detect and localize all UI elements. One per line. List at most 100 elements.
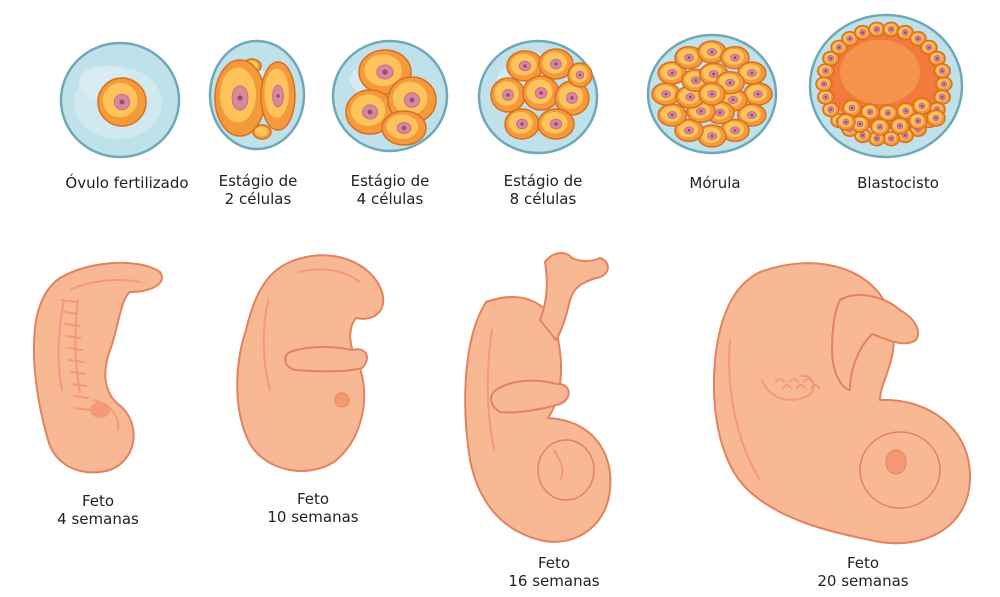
quatro-celulas-illustration <box>331 39 449 153</box>
somite-line <box>70 371 86 375</box>
cell-nucleolus <box>539 91 543 95</box>
label-line: Feto <box>81 492 115 510</box>
cell-nucleolus <box>694 78 698 82</box>
cell <box>345 89 395 135</box>
umbilical-cord-twist <box>796 384 806 389</box>
cell <box>868 21 886 38</box>
cell-nucleolus <box>868 110 872 114</box>
shading-line <box>74 299 81 393</box>
label-line: Feto <box>537 554 571 572</box>
cell-nucleolus <box>824 69 828 73</box>
cell-nucleolus <box>688 95 692 99</box>
ovulo-fertilizado-illustration <box>59 41 181 159</box>
cell-nucleolus <box>934 116 938 120</box>
oito-celulas-illustration <box>477 39 599 155</box>
cell <box>504 108 540 140</box>
cell-nucleolus <box>889 137 893 140</box>
cell-nucleolus <box>664 92 668 96</box>
cell-nucleolus <box>687 128 691 132</box>
cell-nucleolus <box>837 46 841 49</box>
cell <box>737 103 767 127</box>
label-line: Estágio de <box>503 172 583 190</box>
cell-nucleolus <box>829 108 833 111</box>
cell-nucleolus <box>699 109 703 113</box>
cell-nucleolus <box>886 111 890 115</box>
umbilical-cord-twist <box>782 384 792 389</box>
cell-nucleolus <box>903 31 907 34</box>
limb-bud <box>90 402 110 418</box>
cell-nucleolus <box>850 106 854 110</box>
feto-20-semanas-illustration <box>712 262 972 545</box>
cell-nucleolus <box>844 120 848 124</box>
cell-nucleolus <box>733 56 737 60</box>
cell-nucleolus <box>829 57 833 60</box>
label-ovulo-fertilizado: Óvulo fertilizado <box>52 174 202 192</box>
cell-nucleolus <box>889 28 893 31</box>
fetus-head-face <box>537 439 595 501</box>
cell <box>657 103 687 127</box>
cell-nucleolus <box>578 73 582 77</box>
cell-nucleolus <box>916 119 920 123</box>
somite-line <box>68 359 85 363</box>
label-feto-20-semanas: Feto 20 semanas <box>803 554 923 590</box>
shading-line <box>69 279 141 291</box>
label-line: 10 semanas <box>267 508 359 526</box>
cell-nucleolus <box>119 99 125 105</box>
somite-line <box>67 347 83 351</box>
cell-nucleolus <box>940 69 944 73</box>
cell <box>882 21 900 38</box>
label-line: 2 células <box>224 190 292 208</box>
shading-line <box>728 339 761 481</box>
cell <box>651 82 681 106</box>
cell <box>928 50 946 67</box>
cell <box>567 62 593 88</box>
cell <box>920 39 938 56</box>
cell-nucleolus <box>875 28 879 31</box>
cell-nucleolus <box>409 97 415 103</box>
label-line: 4 células <box>356 190 424 208</box>
cell-nucleolus <box>554 62 558 66</box>
cell <box>554 80 590 116</box>
label-line: Estágio de <box>218 172 298 190</box>
cell-nucleolus <box>903 134 907 137</box>
cell <box>697 124 727 148</box>
cell <box>870 118 890 136</box>
cell <box>737 61 767 85</box>
cell-nucleolus <box>824 95 828 99</box>
cell <box>743 82 773 106</box>
cell-nucleolus <box>750 113 754 117</box>
cell <box>882 130 900 147</box>
label-morula: Mórula <box>655 174 775 192</box>
cell <box>909 30 927 47</box>
cell <box>822 50 840 67</box>
blastocoel-glow <box>840 40 920 104</box>
label-line: Óvulo fertilizado <box>65 174 189 192</box>
dois-celulas-illustration <box>208 39 306 151</box>
cell-nucleolus <box>712 72 716 76</box>
cell-nucleolus <box>237 95 243 101</box>
label-feto-16-semanas: Feto 16 semanas <box>494 554 614 590</box>
morula-illustration <box>646 33 778 155</box>
cell <box>926 109 946 127</box>
shading-line <box>486 329 495 451</box>
feto-10-semanas-illustration <box>236 254 385 472</box>
cell <box>537 108 575 140</box>
cell <box>816 89 835 105</box>
cell <box>933 63 952 79</box>
label-line: 20 semanas <box>817 572 909 590</box>
label-8-celulas: Estágio de 8 células <box>483 172 603 208</box>
cell-nucleolus <box>276 94 280 98</box>
cell-nucleolus <box>756 92 760 96</box>
cell-nucleolus <box>710 50 714 54</box>
cell-nucleolus <box>554 122 558 126</box>
shading-line <box>262 299 271 391</box>
somite-line <box>71 383 88 387</box>
label-feto-4-semanas: Feto 4 semanas <box>43 492 153 528</box>
fetus-leg <box>539 252 609 341</box>
label-line: Mórula <box>689 174 741 192</box>
cell-nucleolus <box>878 125 882 129</box>
umbilical-cord-twist <box>789 378 799 383</box>
cell <box>720 118 750 143</box>
cell-nucleolus <box>670 113 674 117</box>
